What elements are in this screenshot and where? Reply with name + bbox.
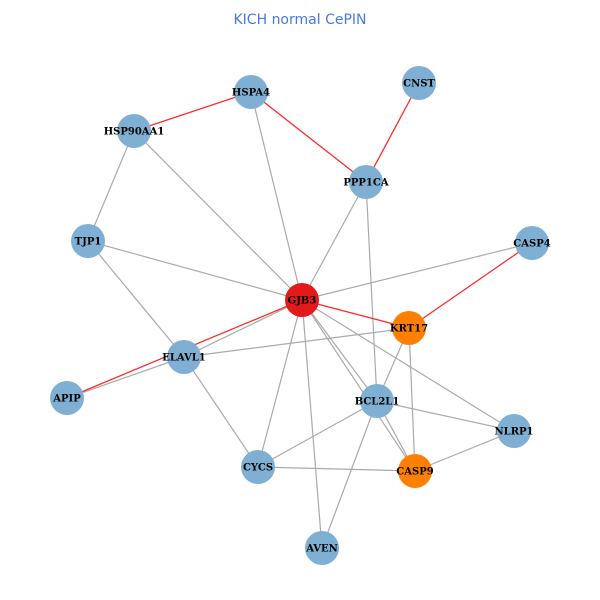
node-gjb3[interactable]: GJB3 — [285, 283, 319, 317]
node-label: PPP1CA — [343, 178, 388, 189]
node-hspa4[interactable]: HSPA4 — [232, 75, 270, 109]
edge-gjb3-casp9 — [301, 299, 416, 472]
node-circle[interactable] — [305, 531, 339, 565]
edge-elavl1-krt17 — [183, 327, 410, 358]
node-circle[interactable] — [402, 66, 436, 100]
edge-tjp1-gjb3 — [87, 240, 303, 301]
edge-krt17-casp4 — [408, 242, 533, 329]
node-hsp90aa1[interactable]: HSP90AA1 — [104, 114, 165, 148]
node-circle[interactable] — [497, 414, 531, 448]
node-ppp1ca[interactable]: PPP1CA — [343, 165, 389, 199]
chart-title: KICH normal CePIN — [233, 12, 367, 28]
node-elavl1[interactable]: ELAVL1 — [162, 340, 206, 374]
edge-bcl2l1-aven — [321, 400, 378, 549]
node-circle[interactable] — [349, 165, 383, 199]
node-apip[interactable]: APIP — [50, 381, 84, 415]
edge-hsp90aa1-hspa4 — [133, 91, 252, 132]
node-circle[interactable] — [515, 226, 549, 260]
node-casp9[interactable]: CASP9 — [396, 454, 434, 488]
edge-bcl2l1-nlrp1 — [376, 400, 515, 432]
node-label: NLRP1 — [495, 427, 534, 438]
node-cycs[interactable]: CYCS — [241, 450, 275, 484]
edge-hspa4-ppp1ca — [250, 91, 367, 183]
node-circle[interactable] — [71, 224, 105, 258]
node-circle[interactable] — [234, 75, 268, 109]
node-aven[interactable]: AVEN — [305, 531, 339, 565]
node-circle[interactable] — [50, 381, 84, 415]
node-casp4[interactable]: CASP4 — [513, 226, 551, 260]
edge-casp4-gjb3 — [301, 242, 533, 301]
node-label: CASP9 — [396, 467, 433, 478]
edge-gjb3-cycs — [257, 299, 303, 468]
edge-gjb3-krt17 — [301, 299, 410, 329]
node-label: CASP4 — [513, 239, 550, 250]
edge-hsp90aa1-tjp1 — [87, 130, 135, 242]
edge-gjb3-bcl2l1 — [301, 299, 378, 402]
node-label: CYCS — [243, 463, 273, 474]
edge-bcl2l1-cycs — [257, 400, 378, 468]
node-label: GJB3 — [288, 296, 317, 307]
node-label: TJP1 — [75, 237, 102, 248]
edge-ppp1ca-gjb3 — [301, 181, 367, 301]
edge-elavl1-cycs — [183, 356, 259, 468]
node-cnst[interactable]: CNST — [402, 66, 436, 100]
node-circle[interactable] — [392, 311, 426, 345]
edge-cycs-casp9 — [257, 466, 416, 472]
edge-krt17-casp9 — [408, 327, 416, 472]
node-label: APIP — [52, 394, 81, 405]
node-circle[interactable] — [285, 283, 319, 317]
node-circle[interactable] — [360, 384, 394, 418]
node-krt17[interactable]: KRT17 — [390, 311, 428, 345]
node-label: KRT17 — [390, 324, 428, 335]
node-circle[interactable] — [241, 450, 275, 484]
node-nlrp1[interactable]: NLRP1 — [495, 414, 534, 448]
edges-layer — [66, 82, 533, 549]
edge-tjp1-elavl1 — [87, 240, 185, 358]
node-label: CNST — [403, 79, 435, 90]
node-circle[interactable] — [167, 340, 201, 374]
edge-elavl1-gjb3 — [183, 299, 303, 358]
edge-cnst-ppp1ca — [365, 82, 420, 183]
edge-ppp1ca-bcl2l1 — [365, 181, 378, 402]
node-circle[interactable] — [117, 114, 151, 148]
edge-nlrp1-casp9 — [414, 430, 515, 472]
node-label: HSPA4 — [232, 88, 270, 99]
node-label: BCL2L1 — [355, 397, 400, 408]
edge-apip-elavl1 — [66, 356, 185, 399]
edge-gjb3-aven — [301, 299, 323, 549]
node-circle[interactable] — [398, 454, 432, 488]
node-tjp1[interactable]: TJP1 — [71, 224, 105, 258]
node-label: AVEN — [305, 544, 338, 555]
edge-hspa4-gjb3 — [250, 91, 303, 301]
node-label: ELAVL1 — [162, 353, 205, 364]
node-bcl2l1[interactable]: BCL2L1 — [355, 384, 400, 418]
node-label: HSP90AA1 — [104, 127, 165, 138]
edge-hsp90aa1-gjb3 — [133, 130, 303, 301]
edge-gjb3-nlrp1 — [301, 299, 515, 432]
